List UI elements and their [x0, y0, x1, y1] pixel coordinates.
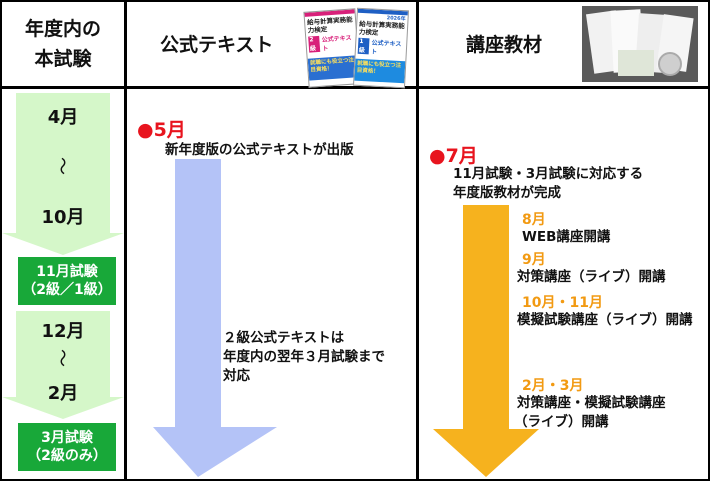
textbook-month-marker: ●5月 — [137, 119, 186, 141]
header-course-title: 講座教材 — [466, 34, 543, 56]
course-m1-desc: WEB講座開講 — [522, 229, 611, 245]
textbook-down-arrow — [153, 159, 277, 477]
book-cover-grade2: 給与計算実務能力検定 2級 公式テキスト 就職にも役立つ注目資格！ — [303, 8, 361, 88]
timeline-arrow-period1 — [2, 93, 124, 255]
timeline-arrows — [2, 93, 124, 419]
header-exam-line2: 本試験 — [34, 48, 92, 70]
course-complete-line2: 年度版教材が完成 — [453, 185, 561, 201]
timeline-arrow-period2 — [2, 311, 124, 419]
exam1-label: 11月試験 （2級／1級） — [18, 257, 116, 305]
course-m4-desc-line2: （ライブ）開講 — [514, 414, 609, 430]
textbook-note-line1: ２級公式テキストは — [223, 330, 345, 346]
header-exam-line1: 年度内の — [24, 18, 101, 40]
book2-sub: 公式テキスト — [370, 39, 402, 56]
period1-start: 4月 — [47, 107, 79, 128]
exam1-line1: 11月試験 — [36, 264, 98, 280]
course-materials-photo — [582, 6, 698, 82]
course-m1: 8月 — [522, 212, 546, 228]
header-text-title: 公式テキスト — [160, 34, 274, 56]
course-m4-desc-line1: 対策講座・模擬試験講座 — [517, 395, 666, 411]
exam2-line2: （2級のみ） — [27, 448, 107, 464]
book1-sub: 公式テキスト — [321, 34, 352, 53]
course-down-arrow — [433, 205, 539, 477]
book1-band: 就職にも役立つ注目資格！ — [307, 55, 360, 81]
exam-timeline-column: 4月 〜 10月 11月試験 （2級／1級） 12月 〜 2月 3月試験 （2級… — [2, 89, 124, 479]
exam2-line1: 3月試験 — [41, 430, 93, 446]
header-course-cell: 講座教材 — [419, 2, 708, 86]
course-complete-line1: 11月試験・3月試験に対応する — [453, 166, 644, 182]
textbook-note-line3: 対応 — [223, 368, 250, 384]
header-text-cell: 公式テキスト 給与計算実務能力検定 2級 公式テキスト 就職にも役立つ注目資格！… — [127, 2, 416, 89]
course-m3: 10月・11月 — [522, 295, 603, 311]
exam2-label: 3月試験 （2級のみ） — [18, 423, 116, 471]
book2-band: 就職にも役立つ注目資格！ — [354, 58, 406, 84]
textbook-column: ●5月 新年度版の公式テキストが出版 ２級公式テキストは 年度内の翌年３月試験ま… — [127, 89, 416, 479]
course-m4: 2月・3月 — [522, 378, 584, 394]
course-m2: 9月 — [522, 252, 546, 268]
header-exam-cell: 年度内の 本試験 — [2, 2, 124, 86]
course-m2-desc: 対策講座（ライブ）開講 — [517, 269, 666, 285]
textbook-arrow — [153, 159, 277, 477]
textbook-note-line2: 年度内の翌年３月試験まで — [223, 349, 385, 365]
course-arrow — [433, 205, 539, 477]
course-month-marker: ●7月 — [429, 145, 478, 167]
exam1-line2: （2級／1級） — [22, 282, 112, 298]
period1-end: 10月 — [41, 207, 85, 228]
period2-end: 2月 — [47, 383, 79, 404]
textbook-release-text: 新年度版の公式テキストが出版 — [165, 142, 354, 158]
book2-title: 給与計算実務能力検定 — [358, 19, 405, 37]
course-m3-desc: 模擬試験講座（ライブ）開講 — [517, 312, 693, 328]
period2-start: 12月 — [41, 321, 85, 342]
book-cover-grade1: 2026年 給与計算実務能力検定 1級 公式テキスト 就職にも役立つ注目資格！ — [352, 7, 410, 89]
course-column: ●7月 11月試験・3月試験に対応する 年度版教材が完成 8月 WEB講座開講 … — [419, 89, 708, 479]
book1-grade: 2級 — [308, 35, 321, 53]
book2-grade: 1級 — [357, 37, 370, 55]
